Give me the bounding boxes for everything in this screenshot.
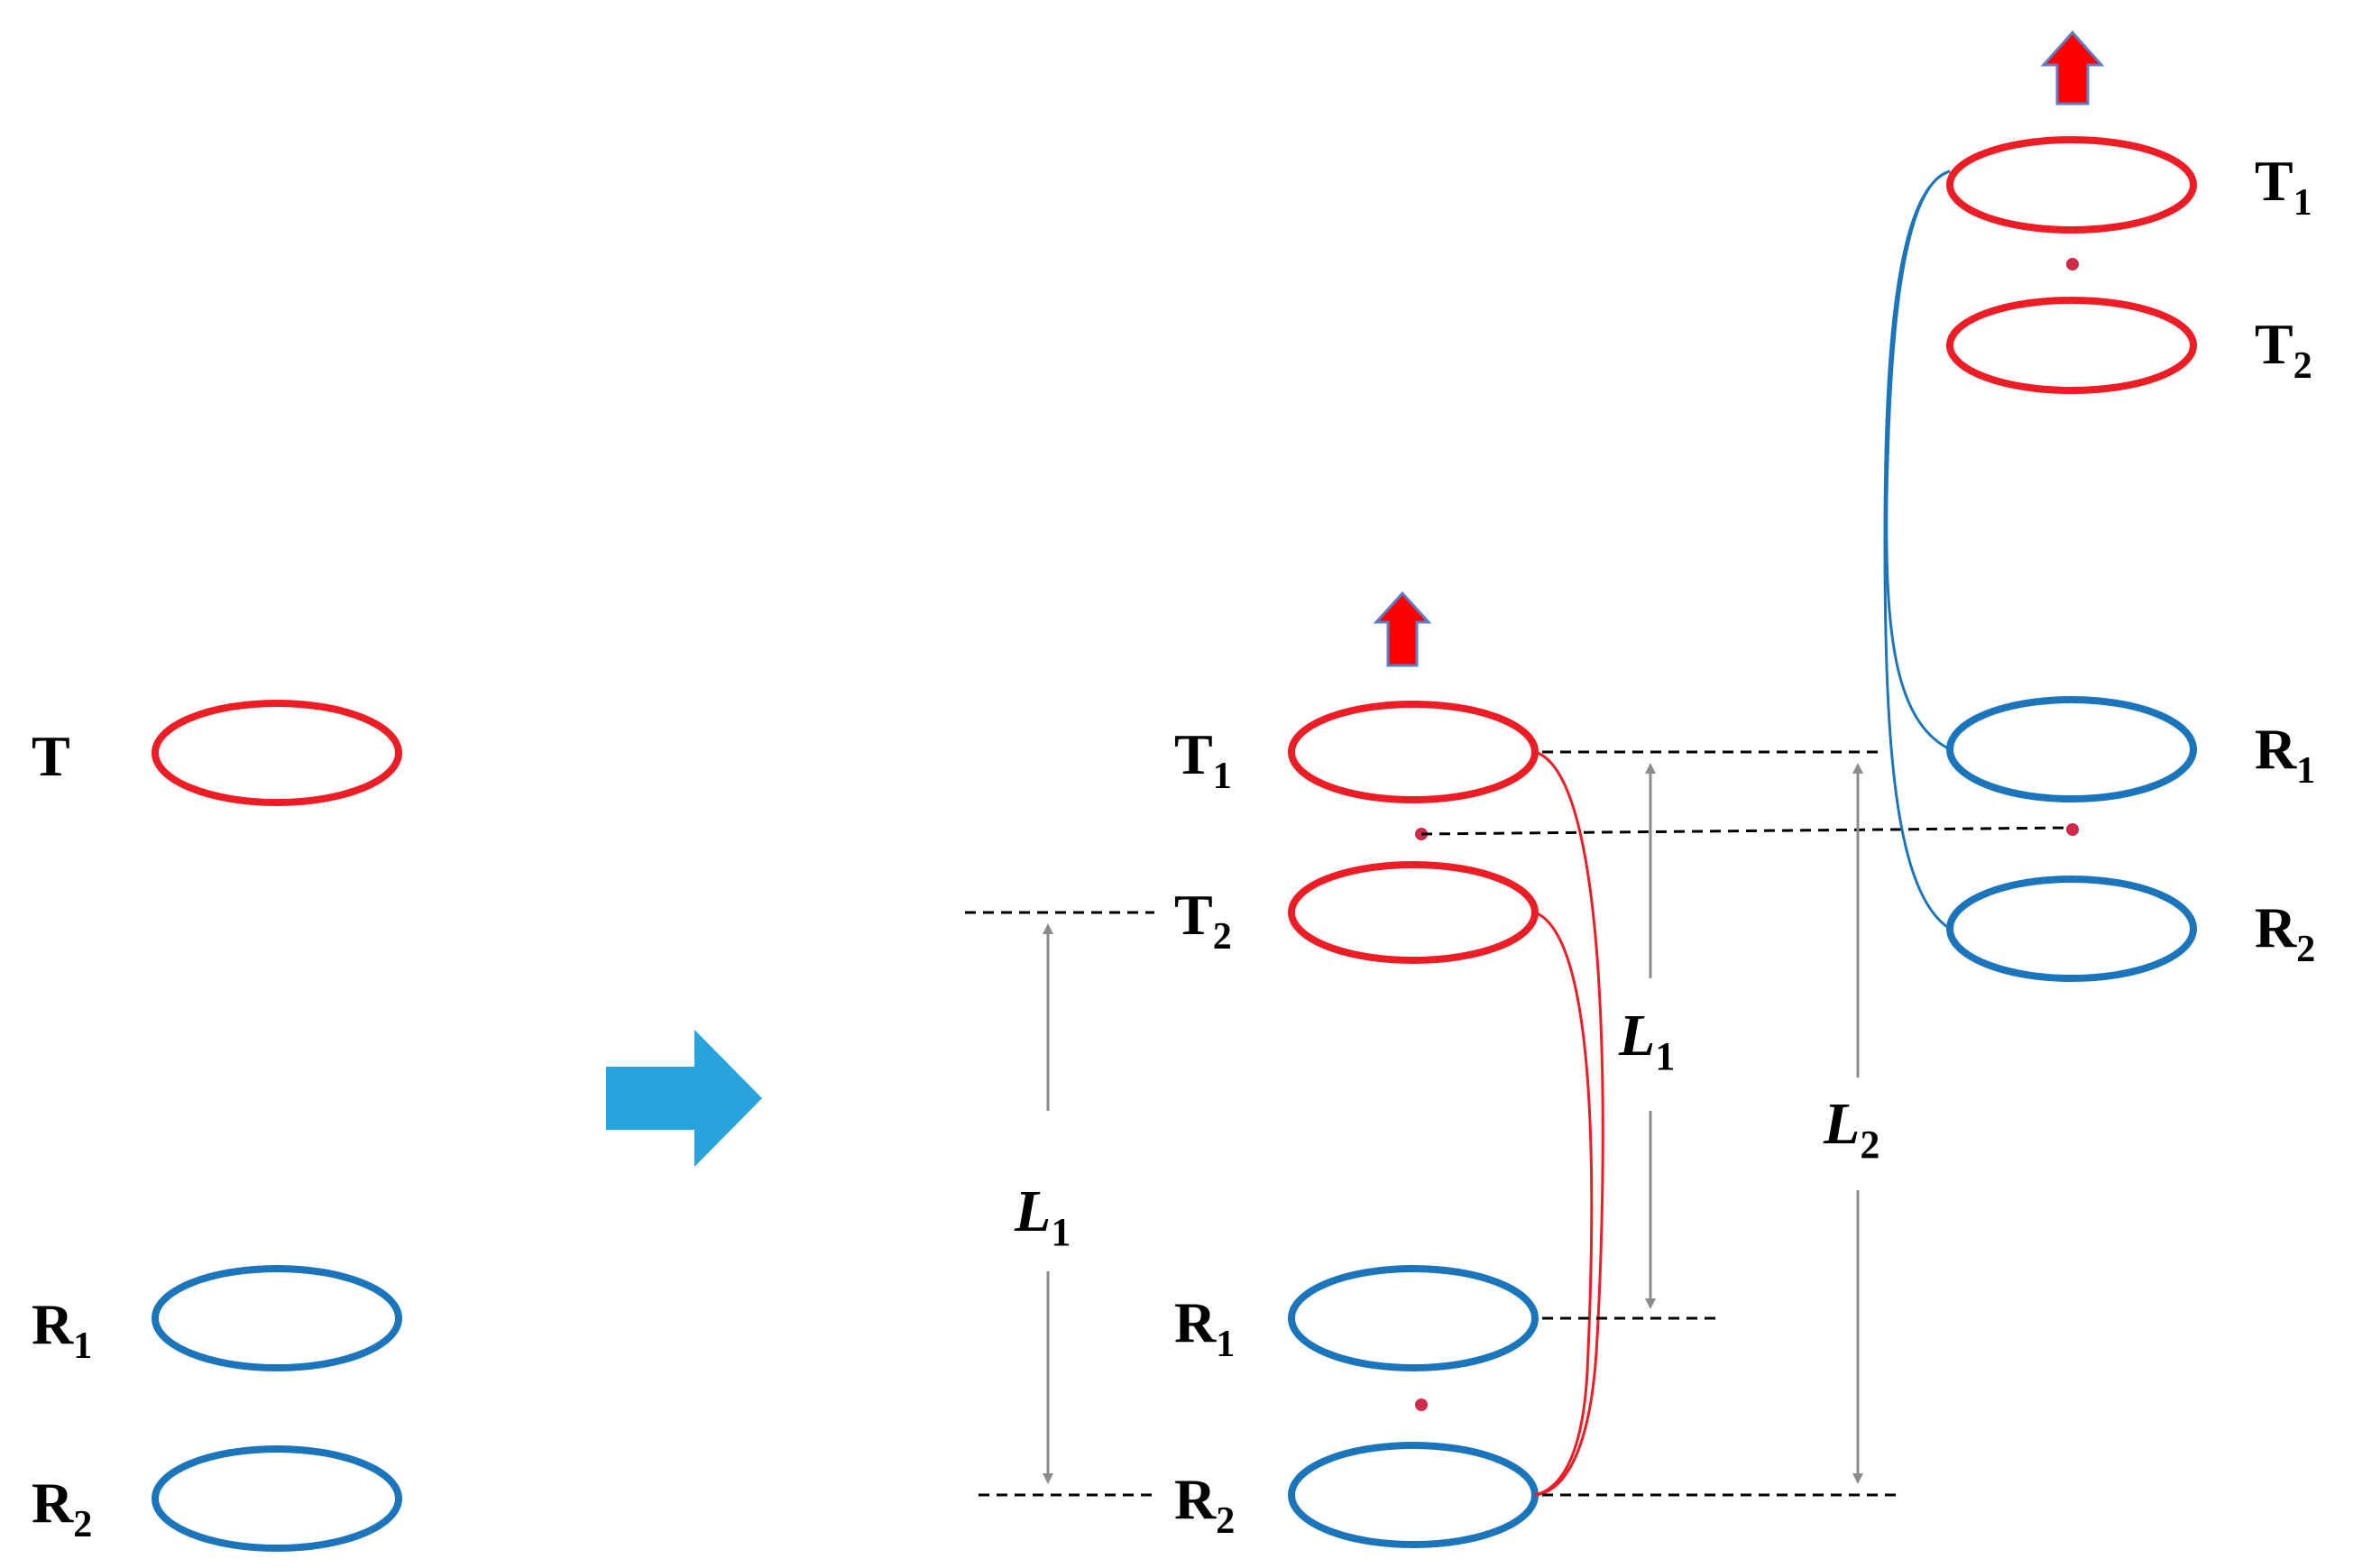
right-r-center-dot	[2066, 823, 2079, 836]
middle-t2-coil	[1288, 861, 1539, 964]
middle-r1-coil	[1288, 1265, 1539, 1371]
up-arrow-icon	[2040, 30, 2105, 105]
right-r2-coil	[1946, 876, 2197, 982]
left-r2-label: R2	[32, 1471, 92, 1545]
middle-t1-coil	[1288, 701, 1539, 803]
right-panel: T1 T2 R1 R2	[1883, 30, 2315, 982]
middle-panel: T1 T2 R1 R2 L1 L1 L2	[965, 591, 2071, 1548]
middle-r-center-dot	[1415, 1398, 1428, 1411]
left-t-coil	[152, 700, 402, 806]
right-t2-coil	[1946, 297, 2197, 394]
left-r2-coil	[152, 1445, 402, 1552]
dim-left-label: L1	[1014, 1178, 1071, 1254]
middle-t2-label: T2	[1174, 883, 1232, 958]
ref-line-center	[1420, 826, 2071, 836]
middle-coupling-curve-t2	[1534, 911, 1594, 1497]
up-arrow-icon	[1373, 591, 1432, 667]
right-r2-label: R2	[2255, 895, 2315, 970]
middle-r2-coil	[1288, 1442, 1539, 1548]
right-t2-label: T2	[2255, 312, 2312, 387]
right-t1-coil	[1946, 136, 2197, 234]
dim-right-label: L2	[1823, 1091, 1879, 1167]
left-r1-label: R1	[32, 1292, 92, 1367]
middle-r2-label: R2	[1174, 1467, 1235, 1542]
left-panel: T R1 R2	[32, 700, 402, 1552]
middle-r1-label: R1	[1174, 1290, 1235, 1365]
right-coupling-curve-r1	[1885, 170, 1951, 751]
right-r1-label: R1	[2255, 717, 2315, 792]
dim-mid-label: L1	[1618, 1003, 1675, 1078]
right-r1-coil	[1946, 696, 2197, 802]
middle-t1-label: T1	[1174, 722, 1232, 797]
left-t-label: T	[32, 724, 70, 788]
right-coupling-curve-r2	[1883, 170, 1951, 931]
right-t1-label: T1	[2255, 149, 2312, 224]
left-r1-coil	[152, 1265, 402, 1371]
middle-coupling-curve-t1	[1534, 750, 1604, 1497]
right-t-center-dot	[2066, 258, 2079, 271]
right-arrow-icon	[606, 1030, 762, 1167]
